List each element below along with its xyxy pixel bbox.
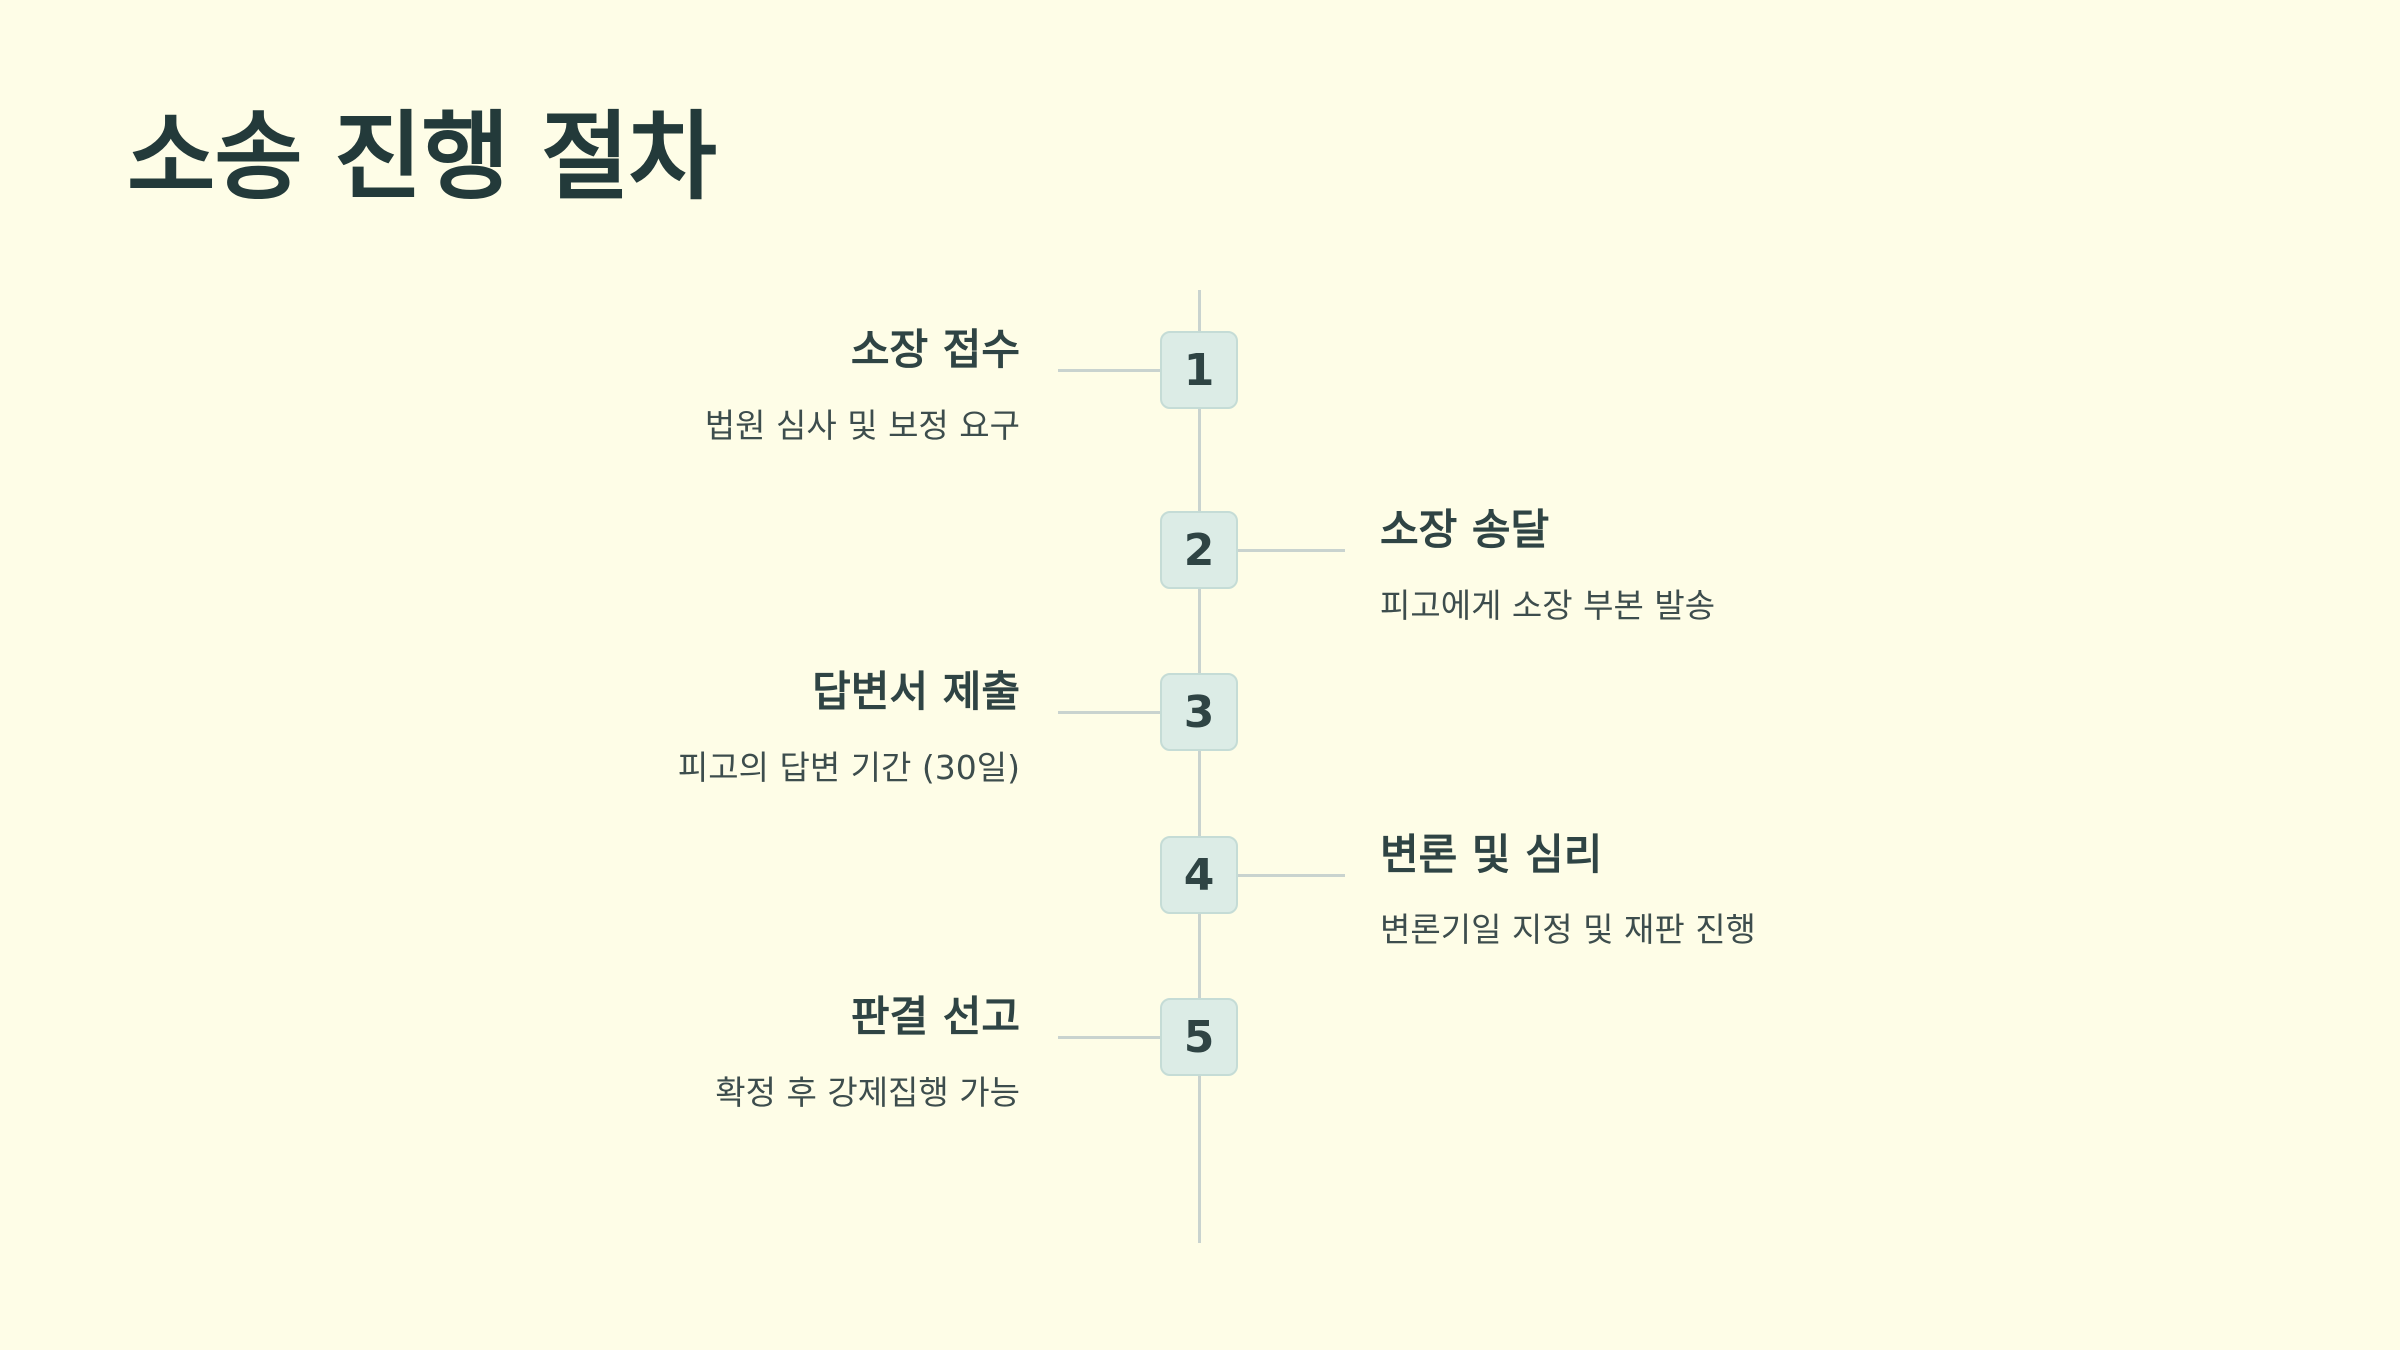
- step-title-5: 판결 선고: [850, 992, 1020, 1041]
- step-title-3: 답변서 제출: [812, 667, 1020, 716]
- step-description-1: 법원 심사 및 보정 요구: [704, 406, 1020, 445]
- page-title: 소송 진행 절차: [127, 101, 717, 213]
- step-number-badge-2: 2: [1160, 511, 1238, 589]
- connector-step-4: [1238, 874, 1345, 877]
- step-description-2: 피고에게 소장 부본 발송: [1380, 586, 1716, 625]
- step-description-3: 피고의 답변 기간 (30일): [677, 748, 1020, 787]
- connector-step-1: [1058, 369, 1160, 372]
- step-number-badge-4: 4: [1160, 836, 1238, 914]
- step-number-badge-3: 3: [1160, 673, 1238, 751]
- step-title-2: 소장 송달: [1380, 505, 1550, 554]
- connector-step-2: [1238, 549, 1345, 552]
- connector-step-3: [1058, 711, 1160, 714]
- step-title-4: 변론 및 심리: [1380, 830, 1603, 879]
- step-description-4: 변론기일 지정 및 재판 진행: [1380, 910, 1756, 949]
- step-number-badge-1: 1: [1160, 331, 1238, 409]
- step-description-5: 확정 후 강제집행 가능: [715, 1073, 1020, 1112]
- connector-step-5: [1058, 1036, 1160, 1039]
- step-title-1: 소장 접수: [850, 325, 1020, 374]
- step-number-badge-5: 5: [1160, 998, 1238, 1076]
- timeline-line: [1198, 290, 1201, 1243]
